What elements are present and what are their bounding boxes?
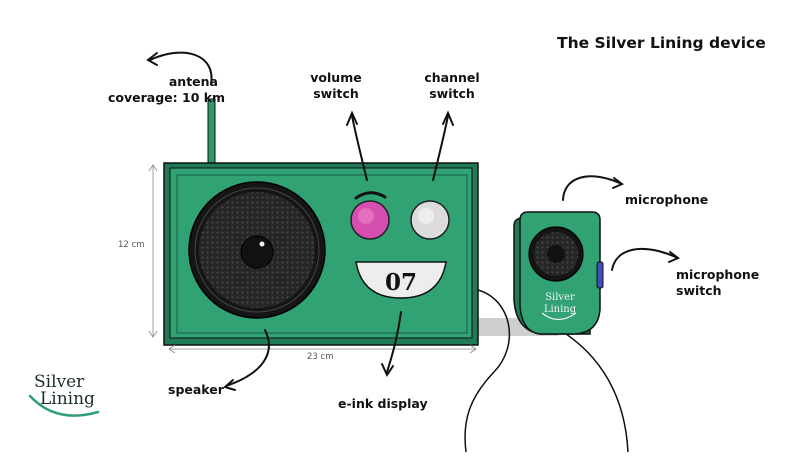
brand-logo-line1: Silver bbox=[34, 372, 85, 392]
label-volume-line1: volume bbox=[310, 70, 362, 85]
brand-logo: Silver Lining bbox=[34, 374, 95, 408]
arrow-microphone bbox=[562, 175, 623, 201]
cable bbox=[464, 289, 511, 453]
arrow-volume bbox=[351, 115, 368, 181]
display-value: 07 bbox=[385, 269, 417, 296]
label-antenna-line1: antena bbox=[168, 74, 218, 89]
label-volume-switch: volume switch bbox=[300, 70, 372, 102]
antenna bbox=[207, 98, 216, 166]
dimension-width-label: 23 cm bbox=[307, 352, 334, 362]
label-volume-line2: switch bbox=[313, 86, 359, 101]
mic-cable bbox=[559, 329, 629, 453]
arrow-speaker bbox=[225, 329, 270, 387]
microphone-unit: Silver Lining bbox=[513, 211, 604, 335]
dimension-height bbox=[148, 164, 158, 338]
volume-indicator bbox=[354, 191, 387, 200]
label-channel-line1: channel bbox=[424, 70, 480, 85]
arrow-display bbox=[386, 311, 402, 373]
page-title: The Silver Lining device bbox=[557, 34, 766, 52]
label-channel-switch: channel switch bbox=[416, 70, 488, 102]
mic-brand-line2: Lining bbox=[544, 304, 577, 315]
callout-arrows bbox=[146, 51, 680, 391]
label-speaker: speaker bbox=[168, 382, 224, 397]
speaker bbox=[188, 181, 326, 319]
dimension-height-label: 12 cm bbox=[118, 240, 145, 250]
e-ink-display bbox=[355, 261, 447, 299]
dimension-width bbox=[168, 344, 477, 354]
label-mic-switch-line1: microphone bbox=[676, 267, 760, 282]
arrow-mic-switch bbox=[611, 247, 679, 271]
label-mic-switch-line2: switch bbox=[676, 283, 722, 298]
arrow-channel bbox=[432, 115, 449, 181]
label-antenna: antena coverage: 10 km bbox=[108, 74, 226, 106]
label-microphone-switch: microphone switch bbox=[676, 267, 759, 299]
label-microphone: microphone bbox=[625, 192, 709, 207]
mic-brand-line1: Silver bbox=[545, 292, 575, 303]
arrow-antenna bbox=[149, 51, 213, 85]
label-antenna-line2: coverage: 10 km bbox=[108, 90, 226, 105]
label-e-ink-display: e-ink display bbox=[338, 396, 428, 411]
label-channel-line2: switch bbox=[429, 86, 475, 101]
mic-switch-button bbox=[596, 261, 604, 289]
brand-logo-line2: Lining bbox=[40, 389, 95, 409]
brand-logo-swoosh bbox=[28, 394, 100, 417]
